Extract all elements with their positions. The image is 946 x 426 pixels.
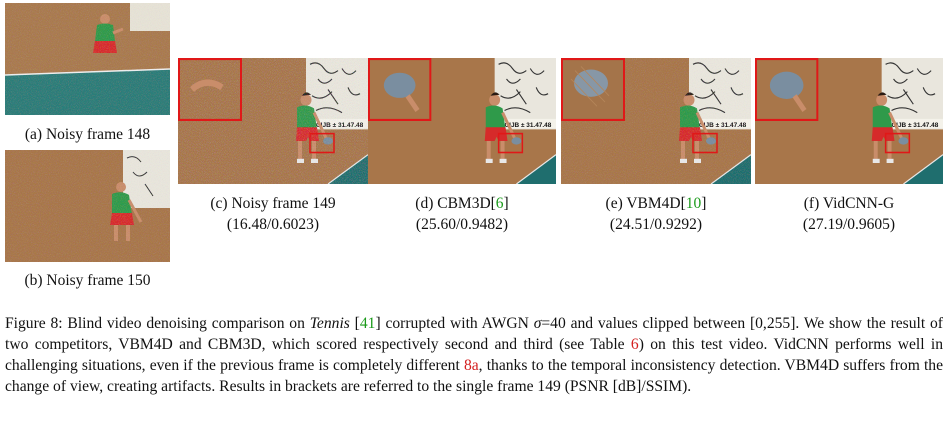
caption-b: (b) Noisy frame 150 (24, 272, 151, 289)
frame-148-image (5, 3, 170, 115)
table-reference-link[interactable]: 6 (630, 336, 639, 353)
reference-link-41[interactable]: 41 (359, 315, 376, 332)
reference-link-6[interactable]: 6 (495, 195, 504, 212)
figure-reference-link[interactable]: 8a (463, 357, 479, 374)
caption-e: (e) VBM4D[10] (24.51/0.9292) (605, 195, 707, 233)
vbm4d-result-image (561, 58, 751, 184)
caption-d: (d) CBM3D[6] (25.60/0.9482) (415, 195, 509, 233)
vidcnn-g-result-image (755, 58, 943, 184)
caption-a: (a) Noisy frame 148 (24, 126, 151, 143)
cbm3d-result-image (368, 58, 556, 184)
frame-149-noisy-image (178, 58, 368, 184)
caption-c: (c) Noisy frame 149 (16.48/0.6023) (210, 195, 336, 233)
figure-caption: Figure 8: Blind video denoising comparis… (5, 315, 944, 395)
frame-150-image (5, 150, 170, 262)
reference-link-10[interactable]: 10 (685, 195, 702, 212)
caption-f: (f) VidCNN-G (27.19/0.9605) (802, 195, 896, 233)
